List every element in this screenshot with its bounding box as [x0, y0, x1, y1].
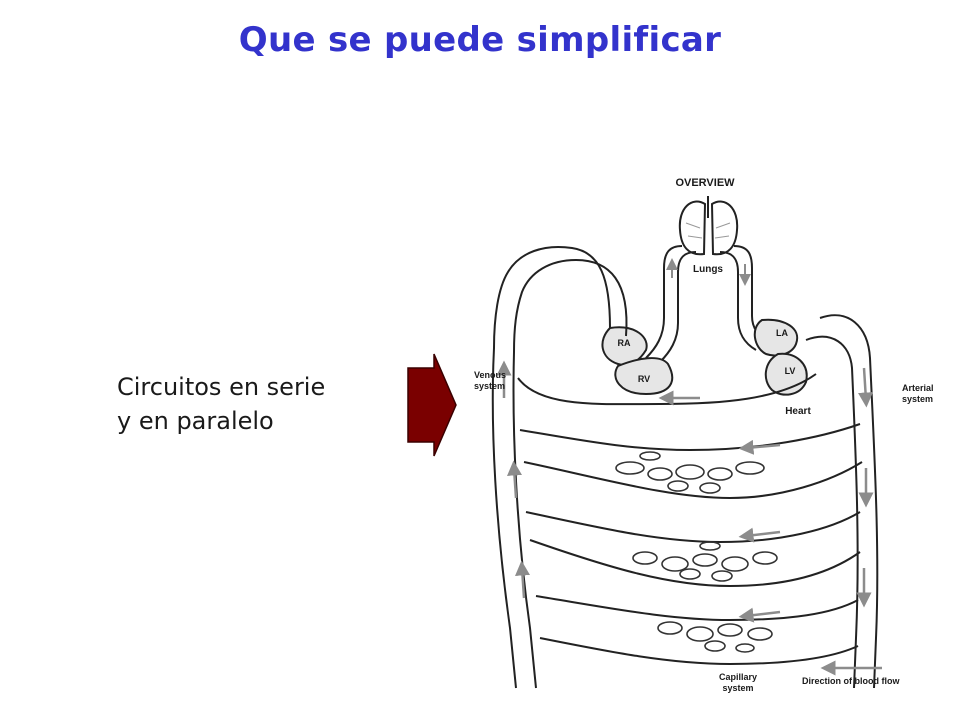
- flow-arrows: [496, 360, 874, 623]
- heart-label: Heart: [785, 406, 811, 417]
- text-line-1: Circuitos en serie: [117, 373, 326, 401]
- flow-direction-label: Direction of blood flow: [802, 676, 900, 686]
- main-vessels: [491, 314, 879, 689]
- venous-label-2: system: [474, 381, 505, 391]
- arterial-label-2: system: [902, 394, 933, 404]
- la-label: LA: [776, 328, 788, 338]
- pointer-arrow-icon: [407, 353, 457, 457]
- ra-label: RA: [618, 338, 631, 348]
- pulmonary-vessels: [645, 245, 771, 363]
- circulation-diagram: OVERVIEW Lungs RA RV LA LV Heart: [474, 177, 934, 693]
- text-line-2: y en paralelo: [117, 407, 274, 435]
- arterial-label-1: Arterial: [902, 383, 934, 393]
- slide-title: Que se puede simplificar: [238, 20, 722, 60]
- venous-label-1: Venous: [474, 370, 506, 380]
- capillary-mesh: [615, 451, 778, 653]
- body-text: Circuitos en serie y en paralelo: [117, 370, 325, 438]
- lungs-label: Lungs: [693, 264, 723, 275]
- capillary-label-2: system: [722, 683, 753, 693]
- lungs-icon: [678, 196, 739, 256]
- diagram-header: OVERVIEW: [675, 177, 735, 189]
- capillary-label-1: Capillary: [719, 672, 757, 682]
- venous-loop: [493, 246, 628, 353]
- lv-label: LV: [785, 366, 796, 376]
- capillary-beds: [519, 423, 863, 666]
- rv-label: RV: [638, 374, 650, 384]
